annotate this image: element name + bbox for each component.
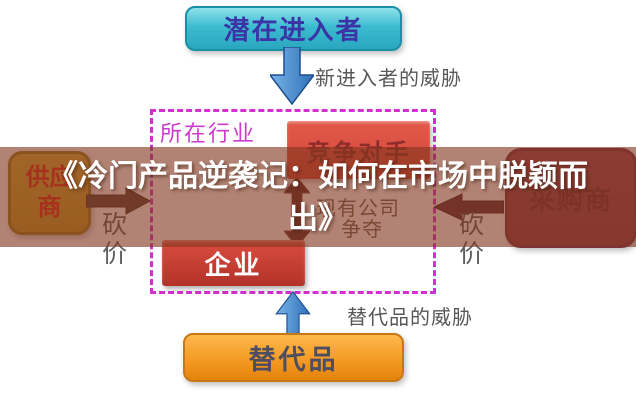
page-title-line1: 《冷门产品逆袭记：如何在市场中脱颖而 — [48, 160, 588, 193]
potential-entrants-box: 潜在进入者 — [185, 6, 402, 51]
down-arrow-icon — [270, 47, 314, 105]
title-overlay-band — [0, 147, 636, 247]
page-title: 《冷门产品逆袭记：如何在市场中脱颖而 出》 — [0, 156, 636, 240]
industry-label: 所在行业 — [160, 121, 257, 146]
substitutes-label: 替代品 — [248, 345, 339, 375]
enterprise-label: 企业 — [204, 249, 263, 280]
page-title-line2: 出》 — [288, 202, 348, 235]
new-entrants-threat-label: 新进入者的威胁 — [315, 68, 462, 90]
substitutes-threat-label: 替代品的威胁 — [347, 307, 473, 329]
substitutes-box: 替代品 — [183, 333, 404, 382]
enterprise-box: 企业 — [162, 240, 305, 286]
potential-entrants-label: 潜在进入者 — [223, 15, 364, 45]
up-arrow-icon — [275, 291, 311, 335]
